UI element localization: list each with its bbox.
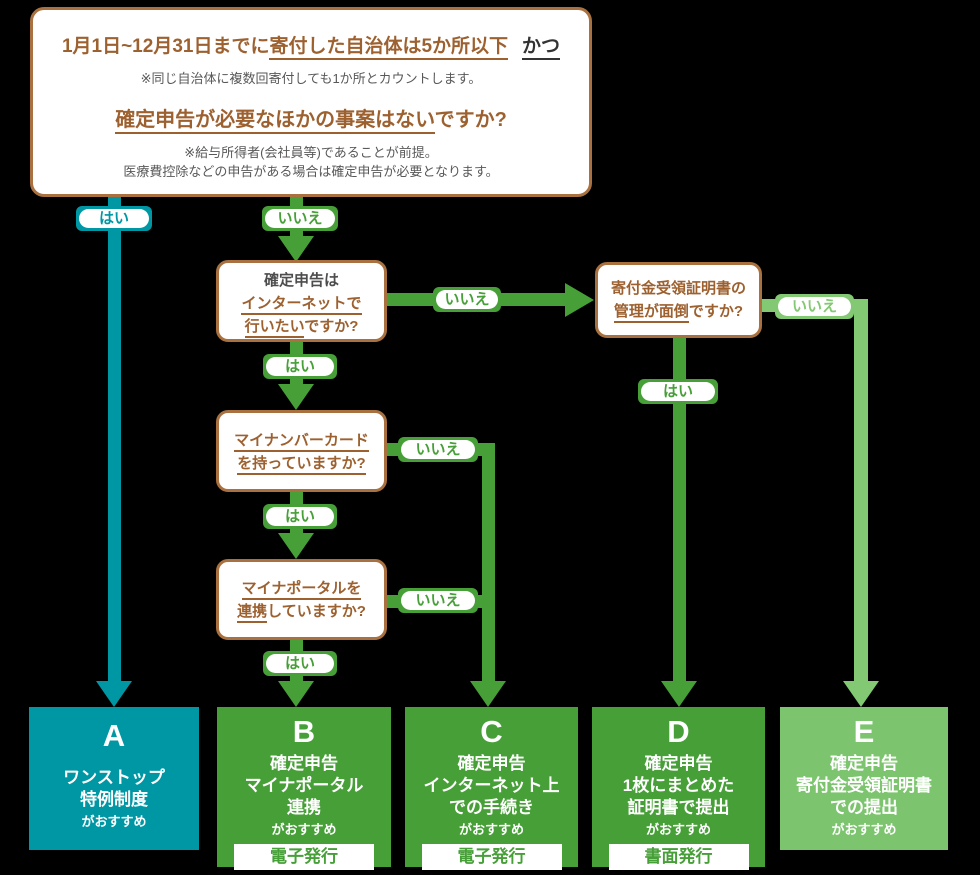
arrowhead-into-mynumber-question	[278, 384, 314, 410]
pill-yes-to-a: はい	[76, 206, 152, 231]
result-box-e: E 確定申告 寄付金受領証明書 での提出 がおすすめ	[780, 707, 948, 850]
result-b-issue-type-badge: 電子発行	[234, 844, 374, 870]
result-box-d: D 確定申告 1枚にまとめた 証明書で提出 がおすすめ 書面発行	[592, 707, 765, 870]
start-condition-box: 1月1日~12月31日までに寄付した自治体は5か所以下かつ ※同じ自治体に複数回…	[30, 7, 592, 197]
arrowhead-into-portal-question	[278, 533, 314, 559]
result-c-letter: C	[480, 714, 503, 749]
pill-yes-portal: はい	[263, 651, 337, 676]
question-portal-box: マイナポータルを 連携していますか?	[216, 559, 387, 640]
result-box-a: A ワンストップ 特例制度 がおすすめ	[29, 707, 199, 850]
result-d-issue-type-badge: 書面発行	[608, 844, 749, 870]
pill-yes-mynumber: はい	[263, 504, 337, 529]
pill-no-internet: いいえ	[433, 287, 501, 312]
question-mynumber-box: マイナンバーカード を持っていますか?	[216, 410, 387, 492]
edge-to-c-vertical-line	[482, 443, 495, 683]
result-box-b: B 確定申告 マイナポータル 連携 がおすすめ 電子発行	[217, 707, 391, 870]
result-c-issue-type-badge: 電子発行	[421, 844, 562, 870]
pill-no-portal: いいえ	[398, 588, 478, 613]
arrowhead-into-c	[470, 681, 506, 707]
pill-yes-receipt: はい	[638, 379, 718, 404]
edge-yes-to-a-line	[108, 196, 121, 683]
arrowhead-into-a	[96, 681, 132, 707]
result-e-letter: E	[853, 714, 875, 749]
start-note2: ※給与所得者(会社員等)であることが前提。 医療費控除などの申告がある場合は確定…	[123, 145, 499, 179]
start-question: 確定申告が必要なほかの事案はないですか?	[33, 103, 589, 134]
result-box-c: C 確定申告 インターネット上 での手続き がおすすめ 電子発行	[405, 707, 578, 870]
arrowhead-into-internet-question	[278, 236, 314, 262]
arrowhead-into-receipt-question	[565, 283, 594, 317]
arrowhead-into-b	[278, 681, 314, 707]
start-title: 1月1日~12月31日までに寄付した自治体は5か所以下かつ	[33, 31, 589, 60]
start-note1: ※同じ自治体に複数回寄付しても1か所とカウントします。	[140, 71, 482, 86]
arrowhead-into-e	[843, 681, 879, 707]
result-d-letter: D	[667, 714, 690, 749]
pill-yes-internet: はい	[263, 354, 337, 379]
pill-no-receipt: いいえ	[775, 294, 854, 319]
edge-yes-to-d-line	[673, 337, 686, 683]
pill-no-mynumber: いいえ	[398, 437, 478, 462]
question-receipt-box: 寄付金受領証明書の 管理が面倒ですか?	[595, 262, 762, 338]
arrowhead-into-d	[661, 681, 697, 707]
result-b-letter: B	[292, 714, 316, 749]
question-internet-box: 確定申告は インターネットで 行いたいですか?	[216, 260, 387, 342]
pill-no-to-internet: いいえ	[262, 206, 338, 231]
result-a-letter: A	[102, 718, 126, 753]
edge-to-e-vertical-line	[854, 299, 868, 683]
